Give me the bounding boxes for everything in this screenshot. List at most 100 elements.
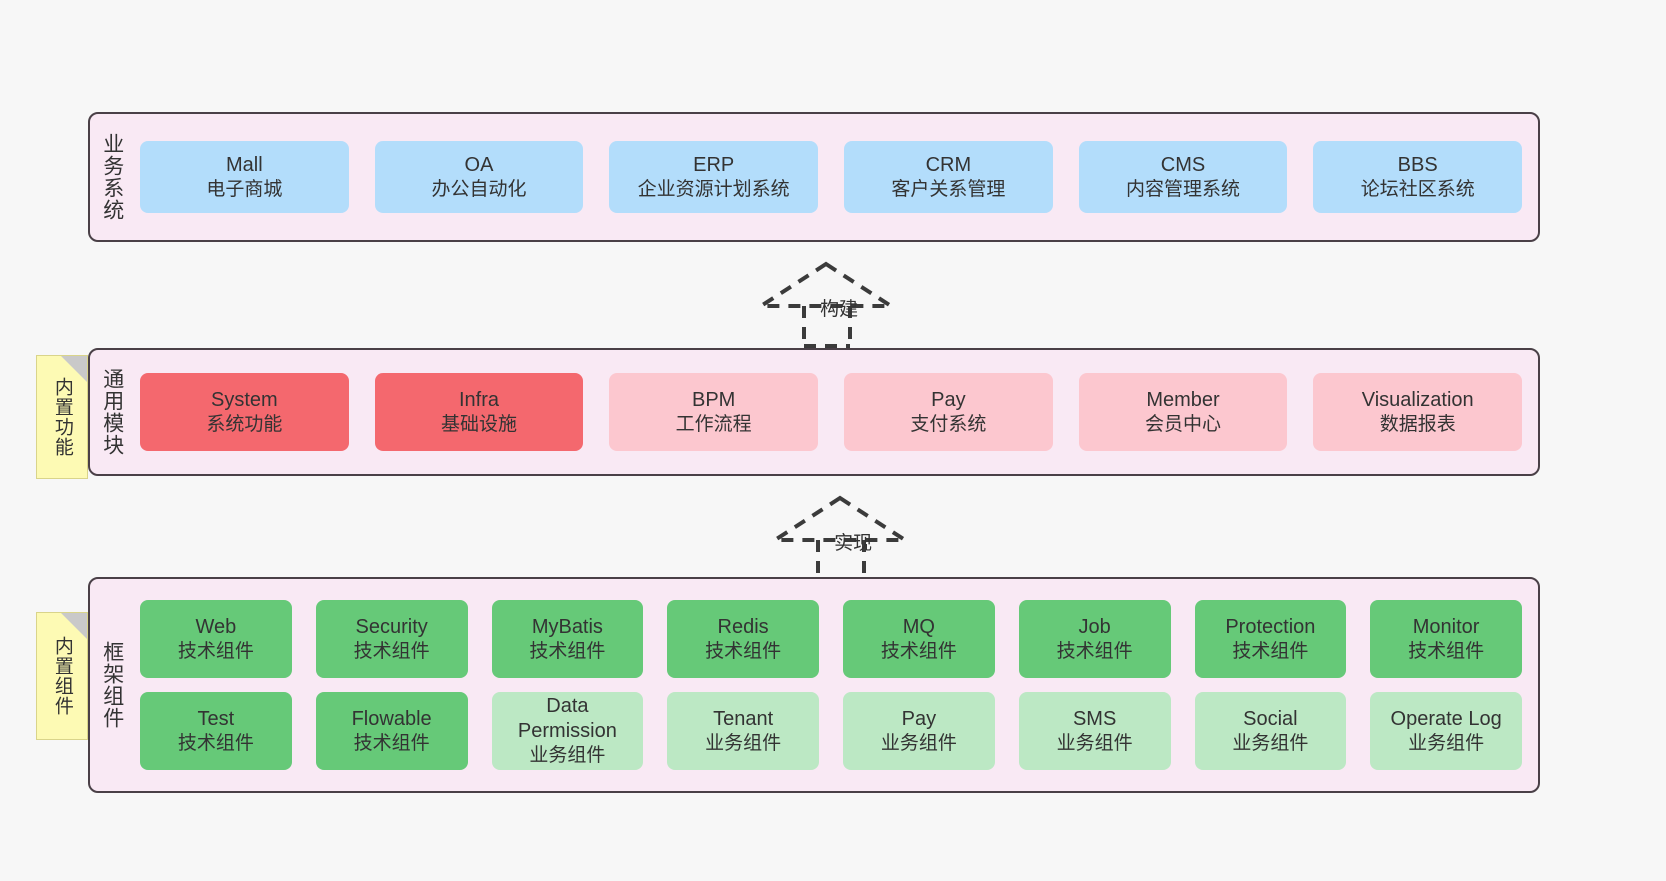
node-mall[interactable]: Mall 电子商城 [140,141,349,213]
node-title: ERP [693,153,735,176]
node-subtitle: 内容管理系统 [1126,178,1241,200]
node-monitor[interactable]: Monitor 技术组件 [1370,600,1522,678]
node-title: OA [464,153,494,176]
node-row: Mall 电子商城 OA 办公自动化 ERP 企业资源计划系统 CRM 客户关系… [140,141,1523,213]
node-redis[interactable]: Redis 技术组件 [667,600,819,678]
node-subtitle: 技术组件 [1408,640,1485,662]
node-crm[interactable]: CRM 客户关系管理 [844,141,1053,213]
node-bbs[interactable]: BBS 论坛社区系统 [1313,141,1523,213]
node-subtitle: 支付系统 [910,413,987,435]
node-title: CRM [925,153,972,176]
connector-build-label: 构建 [820,299,859,320]
connector-implement: 实现 [768,492,915,582]
node-pay-module[interactable]: Pay 支付系统 [844,373,1053,451]
node-cms[interactable]: CMS 内容管理系统 [1078,141,1288,213]
node-subtitle: 工作流程 [675,413,752,435]
node-job[interactable]: Job 技术组件 [1018,600,1171,678]
connector-build-arrow [754,261,898,348]
node-title: Social [1243,707,1298,730]
note-fold-corner [61,356,87,382]
node-protection[interactable]: Protection 技术组件 [1194,600,1347,678]
node-sms[interactable]: SMS 业务组件 [1018,692,1171,770]
node-title: Redis [717,615,769,638]
node-subtitle: 技术组件 [1232,640,1309,662]
node-title: Pay [931,388,966,411]
note-fold-corner [61,613,87,639]
layer-title-common-module: 通用模块 [100,368,124,456]
note-builtin-component: 内置组件 [36,612,88,740]
node-subtitle: 业务组件 [529,745,606,767]
layer-common-module: 通用模块 System 系统功能 Infra 基础设施 BPM 工作流程 Pay… [88,348,1540,476]
node-title: Data Permission [517,695,617,743]
node-subtitle: 基础设施 [441,413,518,435]
node-title: BBS [1397,153,1438,176]
node-title: System [210,388,278,411]
node-title: MyBatis [531,615,603,638]
layer-framework-component: 框架组件 Web 技术组件 Security 技术组件 MyBatis 技术组件… [88,577,1540,793]
node-title: SMS [1072,707,1117,730]
layer-title-framework-component: 框架组件 [100,641,124,729]
node-subtitle: 技术组件 [177,640,254,662]
layer-body-business-system: Mall 电子商城 OA 办公自动化 ERP 企业资源计划系统 CRM 客户关系… [134,114,1538,240]
node-bpm[interactable]: BPM 工作流程 [609,373,819,451]
node-title: Operate Log [1390,707,1502,730]
node-oa[interactable]: OA 办公自动化 [374,141,584,213]
node-infra[interactable]: Infra 基础设施 [374,373,584,451]
node-title: Security [355,615,428,638]
node-subtitle: 技术组件 [1056,640,1133,662]
node-title: BPM [692,388,736,411]
node-subtitle: 业务组件 [880,732,957,754]
connector-build: 构建 [754,258,901,348]
node-subtitle: 系统功能 [206,413,283,435]
node-subtitle: 技术组件 [177,732,254,754]
node-operate-log[interactable]: Operate Log 业务组件 [1370,692,1522,770]
node-row: Test 技术组件 Flowable 技术组件 Data Permission … [140,692,1522,770]
node-web[interactable]: Web 技术组件 [140,600,292,678]
node-subtitle: 业务组件 [705,732,782,754]
node-tenant[interactable]: Tenant 业务组件 [667,692,819,770]
node-title: Visualization [1361,388,1474,411]
node-title: Test [197,707,235,730]
node-title: Protection [1225,615,1316,638]
node-subtitle: 办公自动化 [431,178,527,200]
node-member[interactable]: Member 会员中心 [1078,373,1288,451]
node-mq[interactable]: MQ 技术组件 [843,600,995,678]
node-title: Tenant [713,707,774,730]
node-title: Member [1146,388,1220,411]
node-subtitle: 业务组件 [1232,732,1309,754]
node-system[interactable]: System 系统功能 [140,373,349,451]
node-flowable[interactable]: Flowable 技术组件 [315,692,468,770]
node-data-permission[interactable]: Data Permission 业务组件 [491,692,644,770]
node-security[interactable]: Security 技术组件 [315,600,468,678]
node-subtitle: 技术组件 [353,640,430,662]
node-social[interactable]: Social 业务组件 [1194,692,1347,770]
note-builtin-function: 内置功能 [36,355,88,479]
node-title: Web [195,615,237,638]
node-title: Pay [901,707,937,730]
layer-business-system: 业务系统 Mall 电子商城 OA 办公自动化 ERP 企业资源计划系统 CRM… [88,112,1540,242]
node-subtitle: 电子商城 [206,178,283,200]
node-test[interactable]: Test 技术组件 [140,692,292,770]
layer-title-business-system: 业务系统 [100,133,124,221]
node-subtitle: 论坛社区系统 [1360,178,1475,200]
connector-implement-label: 实现 [834,533,873,554]
layer-body-common-module: System 系统功能 Infra 基础设施 BPM 工作流程 Pay 支付系统… [134,350,1538,474]
node-title: Job [1078,615,1111,638]
node-mybatis[interactable]: MyBatis 技术组件 [491,600,644,678]
note-label: 内置组件 [51,636,73,716]
layer-body-framework-component: Web 技术组件 Security 技术组件 MyBatis 技术组件 Redi… [134,579,1538,791]
node-subtitle: 业务组件 [1056,732,1133,754]
node-subtitle: 客户关系管理 [891,178,1006,200]
node-erp[interactable]: ERP 企业资源计划系统 [609,141,819,213]
node-pay-component[interactable]: Pay 业务组件 [843,692,995,770]
node-subtitle: 业务组件 [1408,732,1485,754]
node-visualization[interactable]: Visualization 数据报表 [1313,373,1523,451]
node-title: MQ [902,615,935,638]
node-subtitle: 技术组件 [880,640,957,662]
node-subtitle: 企业资源计划系统 [637,178,790,200]
node-row: Web 技术组件 Security 技术组件 MyBatis 技术组件 Redi… [140,600,1522,678]
node-title: Mall [226,153,263,176]
node-title: Infra [458,388,500,411]
node-title: Flowable [351,707,432,730]
